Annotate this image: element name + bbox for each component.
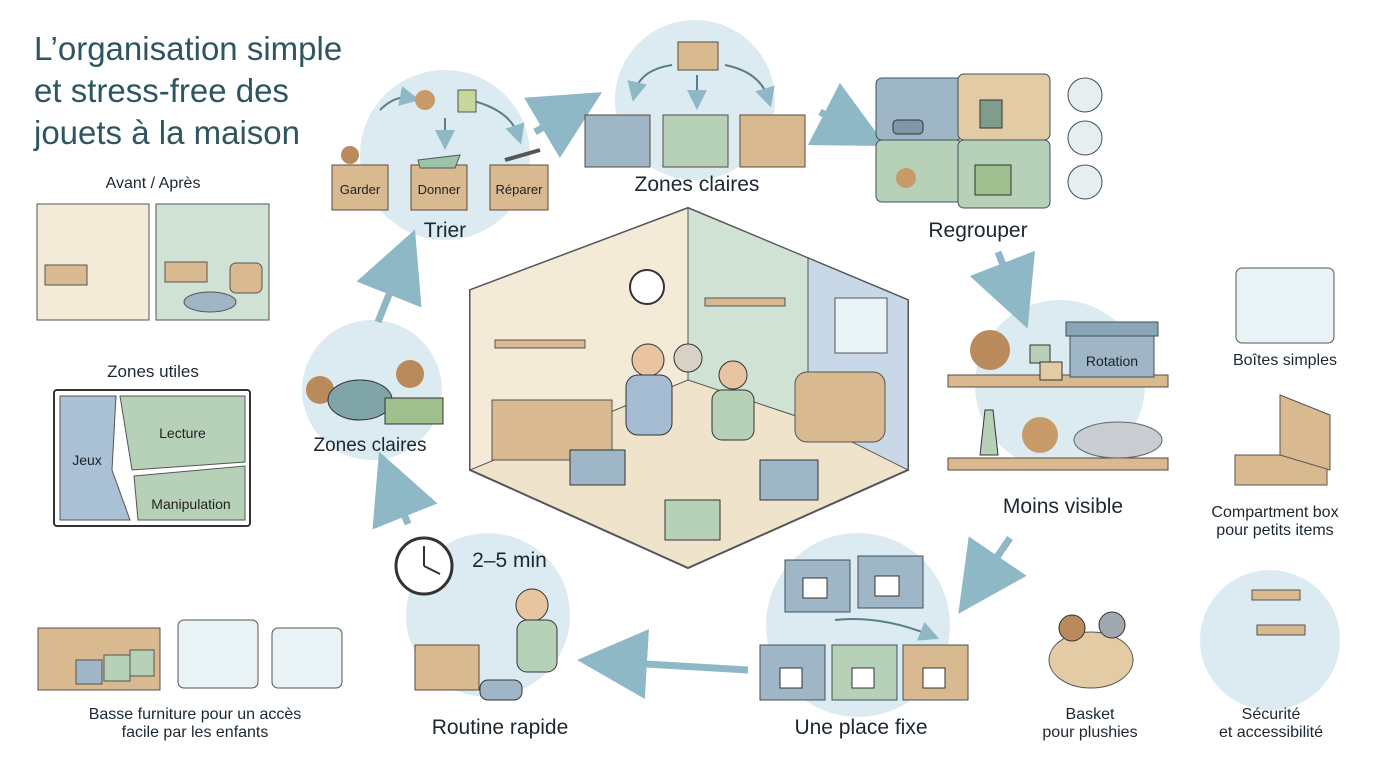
step-label-zones-claires-left: Zones claires [313,435,427,456]
reading-bench [794,371,886,443]
furniture-caption-line-1: Basse furniture pour un accès [88,706,302,723]
une-place-fixe-illustration [759,555,969,701]
step-label-une-place-fixe: Une place fixe [794,716,928,739]
teddy-icon [673,343,703,373]
basket-line-1: Basket [1065,706,1115,723]
securite-line-2: et accessibilité [1218,724,1324,741]
compartment-line-1: Compartment box [1211,504,1339,521]
stacking-toy-icon [979,409,999,456]
zones-claires-top-illustration [584,41,806,168]
puzzle-bubble [1067,164,1103,200]
box-label-garder: Garder [339,182,381,197]
timer-label: 2–5 min [472,549,547,572]
zones-utiles-label: Zones utiles [107,362,199,381]
block-icon [1029,344,1051,364]
book-icon [979,99,1003,129]
regrouper-illustration [875,73,1103,209]
securite-line-1: Sécurité [1241,706,1301,723]
teddy-bubble [1067,120,1103,156]
step-label-trier: Trier [423,219,467,242]
securite-caption: Sécurité et accessibilité [1196,706,1346,742]
central-room [469,206,909,570]
parent-icon [631,343,665,377]
teddy-icon [896,168,916,188]
wall-shelf-icon [1251,589,1301,601]
car-icon [479,679,523,701]
teddy-icon [1098,611,1126,639]
step-label-zones-claires-top: Zones claires [634,173,760,196]
safety-circle [1200,570,1340,710]
teddy-icon [1058,614,1086,642]
boites-simples-label: Boîtes simples [1232,352,1338,369]
basket-caption: Basket pour plushies [1020,706,1160,742]
puzzle-icon [974,164,1012,196]
teddy-icon [341,146,359,164]
avant-apres-panels [36,203,270,321]
box-label-reparer: Réparer [495,182,543,197]
donner-box [410,164,468,211]
zone-manipulation-label: Manipulation [151,496,231,512]
basket-icon [1048,631,1134,689]
title-line-2: et stress-free des [34,72,289,109]
step-label-regrouper: Regrouper [928,219,1028,242]
teddy-icon [396,360,424,388]
wall-clock-icon [629,269,665,305]
moins-visible-illustration [947,321,1169,471]
furniture-caption: Basse furniture pour un accès facile par… [40,706,350,742]
bag-icon [457,89,477,113]
window [834,297,888,354]
clear-box-icon [1235,267,1335,344]
step-label-routine-rapide: Routine rapide [431,716,569,739]
box-icon [677,41,719,71]
trier-illustration [331,86,549,211]
title-line-3: jouets à la maison [34,114,300,151]
step-label-moins-visible: Moins visible [1002,495,1124,518]
garder-box [331,164,389,211]
zones-utiles-map [53,389,251,527]
wrench-icon [504,148,541,162]
child-icon [515,588,549,622]
zone-lecture-label: Lecture [159,425,206,441]
right-side-illustrations [1048,267,1340,710]
page-title: L’organisation simple et stress-free des… [34,28,414,154]
teddy-icon [415,90,435,110]
teddy-icon [1022,417,1058,453]
title-line-1: L’organisation simple [34,30,343,67]
rotation-label: Rotation [1085,353,1139,369]
furniture-caption-line-2: facile par les enfants [121,724,269,741]
cycle-arrows [356,82,1036,699]
zones-claires-left-illustration [306,360,444,425]
compartment-line-2: pour petits items [1216,522,1334,539]
box-label-donner: Donner [417,182,461,197]
routine-rapide-illustration [394,536,558,701]
avant-apres-label: Avant / Après [105,175,201,192]
reparer-box [489,164,549,211]
furniture-illustration [37,619,343,691]
car-icon [892,119,924,135]
compartment-caption: Compartment box pour petits items [1190,504,1360,540]
car-bubble [1067,77,1103,113]
teddy-icon [306,376,334,404]
child-icon [718,360,748,390]
zone-jeux-label: Jeux [72,452,102,468]
basket-line-2: pour plushies [1042,724,1138,741]
teddy-icon [970,330,1010,370]
